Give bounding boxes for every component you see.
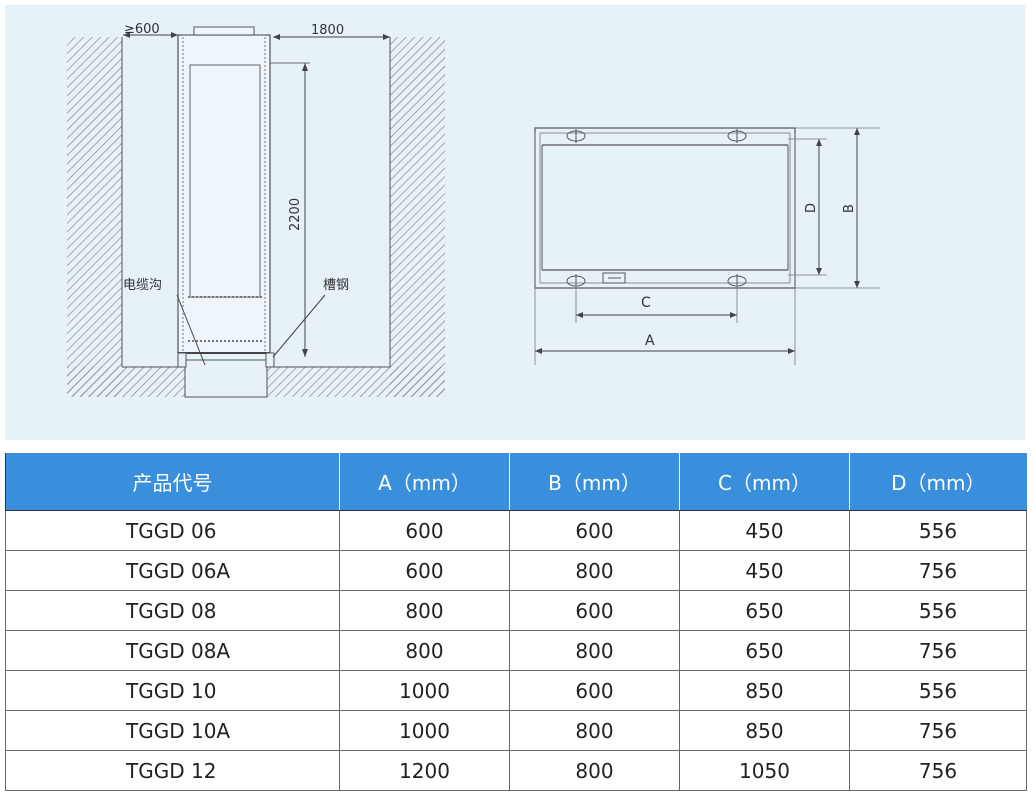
cell-a: 800 (339, 590, 510, 631)
base-plan-drawing: C A D B (534, 127, 880, 365)
cell-b: 600 (509, 590, 680, 631)
cell-c: 450 (679, 550, 850, 591)
cell-d: 756 (849, 710, 1027, 751)
header-c: C（mm） (679, 453, 850, 511)
cell-a: 1200 (339, 750, 510, 791)
table-row: TGGD 06A 600 800 450 756 (5, 550, 1027, 591)
cell-product-code: TGGD 10 (5, 670, 340, 711)
table-row: TGGD 06 600 600 450 556 (5, 510, 1027, 551)
header-b: B（mm） (509, 453, 680, 511)
header-d: D（mm） (849, 453, 1027, 511)
cell-c: 650 (679, 630, 850, 671)
table-row: TGGD 08A 800 800 650 756 (5, 630, 1027, 671)
depth-label: 1800 (311, 23, 344, 38)
dim-d-label: D (804, 203, 819, 213)
left-wall (67, 37, 122, 397)
cable-trench-label: 电缆沟 (123, 277, 162, 293)
cell-product-code: TGGD 08 (5, 590, 340, 631)
cell-d: 556 (849, 590, 1027, 631)
base-outline (534, 127, 796, 289)
cell-c: 850 (679, 710, 850, 751)
cell-c: 850 (679, 670, 850, 711)
cell-product-code: TGGD 06 (5, 510, 340, 551)
dim-c-label: C (641, 295, 651, 311)
cell-b: 600 (509, 670, 680, 711)
cell-product-code: TGGD 12 (5, 750, 340, 791)
header-product-code: 产品代号 (5, 453, 340, 511)
cell-product-code: TGGD 06A (5, 550, 340, 591)
dim-b-label: B (842, 204, 857, 213)
diagram-svg: ≥600 1800 2200 电缆沟 槽钢 (67, 22, 880, 398)
cell-c: 1050 (679, 750, 850, 791)
cell-a: 800 (339, 630, 510, 671)
trench-pit (177, 352, 275, 398)
spec-header-row: 产品代号 A（mm） B（mm） C（mm） D（mm） (5, 453, 1027, 511)
cell-product-code: TGGD 08A (5, 630, 340, 671)
cell-a: 600 (339, 510, 510, 551)
cell-d: 756 (849, 550, 1027, 591)
cell-product-code: TGGD 10A (5, 710, 340, 751)
cell-d: 756 (849, 750, 1027, 791)
cell-b: 800 (509, 750, 680, 791)
cell-c: 450 (679, 510, 850, 551)
cell-d: 556 (849, 510, 1027, 551)
cabinet (177, 26, 271, 354)
cell-a: 1000 (339, 670, 510, 711)
clearance-label: ≥600 (124, 22, 160, 37)
table-row: TGGD 10A 1000 800 850 756 (5, 710, 1027, 751)
installation-diagram: ≥600 1800 2200 电缆沟 槽钢 (5, 5, 1025, 440)
cell-d: 756 (849, 630, 1027, 671)
cell-b: 800 (509, 630, 680, 671)
header-a: A（mm） (339, 453, 510, 511)
spec-table: 产品代号 A（mm） B（mm） C（mm） D（mm） TGGD 06 600… (5, 453, 1027, 791)
mounting-holes (566, 129, 747, 288)
cell-a: 600 (339, 550, 510, 591)
cell-c: 650 (679, 590, 850, 631)
cell-a: 1000 (339, 710, 510, 751)
side-elevation-drawing: ≥600 1800 2200 电缆沟 槽钢 (67, 22, 445, 398)
channel-steel-label: 槽钢 (323, 278, 349, 293)
right-wall (390, 37, 445, 397)
table-row: TGGD 12 1200 800 1050 756 (5, 750, 1027, 791)
cell-b: 600 (509, 510, 680, 551)
cell-d: 556 (849, 670, 1027, 711)
cell-b: 800 (509, 710, 680, 751)
height-label: 2200 (288, 198, 303, 231)
table-row: TGGD 08 800 600 650 556 (5, 590, 1027, 631)
cell-b: 800 (509, 550, 680, 591)
dim-a-label: A (645, 333, 655, 349)
table-row: TGGD 10 1000 600 850 556 (5, 670, 1027, 711)
